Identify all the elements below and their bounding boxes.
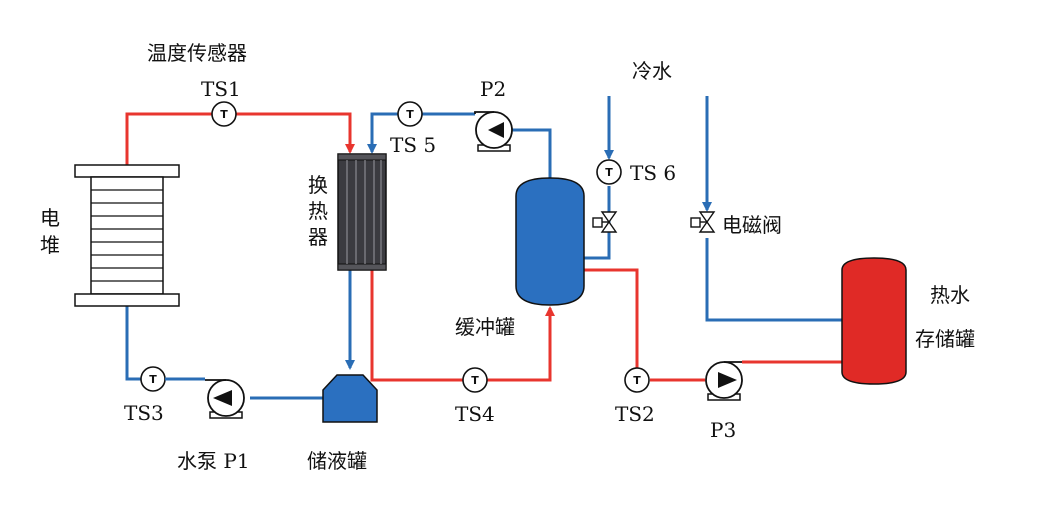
label-ts2: TS2: [615, 402, 655, 426]
pipe-exchanger-to-buffer: [370, 270, 555, 382]
hot-water-storage-tank: [841, 257, 907, 385]
pump-p1: [205, 379, 245, 419]
buffer-tank: [515, 177, 585, 306]
valve-buffer-inlet: [592, 211, 618, 233]
reservoir-tank: [322, 374, 378, 423]
label-buffer-tank: 缓冲罐: [455, 315, 515, 339]
pipe-stack-to-exchanger: [125, 112, 355, 166]
solenoid-valve: [690, 211, 716, 233]
label-stack-1: 电: [40, 206, 60, 230]
label-hx-3: 器: [308, 225, 328, 249]
sensor-ts5: T: [397, 101, 423, 127]
label-ts6: TS 6: [630, 161, 676, 185]
label-pump-p1: 水泵 P1: [177, 449, 250, 473]
sensor-ts2: T: [624, 367, 650, 393]
label-p2: P2: [480, 77, 506, 101]
sensor-ts3: T: [140, 366, 166, 392]
label-stack-2: 堆: [40, 233, 60, 257]
pump-p2: [474, 111, 513, 152]
label-p3: P3: [710, 418, 736, 442]
label-reservoir: 储液罐: [307, 449, 367, 473]
svg-text:T: T: [633, 374, 641, 387]
sensor-ts1: T: [211, 101, 237, 127]
label-ts3: TS3: [124, 401, 164, 425]
pump-p3: [705, 361, 743, 401]
label-ts4: TS4: [455, 402, 495, 426]
sensor-ts6: T: [596, 159, 622, 185]
fuel-cell-stack: [74, 164, 180, 307]
pipe-stack-bottom-to-ts3: [125, 306, 205, 381]
svg-text:T: T: [406, 108, 414, 121]
pipe-valve-to-storage: [705, 238, 843, 322]
label-solenoid-valve: 电磁阀: [722, 213, 782, 237]
label-hx-2: 热: [308, 199, 328, 223]
label-hot-storage-1: 热水: [930, 283, 970, 307]
svg-text:T: T: [149, 373, 157, 386]
heat-exchanger: [337, 153, 387, 271]
pipe-buffer-to-exchanger: [512, 128, 552, 178]
pipe-cold-water-to-buffer: [582, 186, 611, 260]
svg-text:T: T: [220, 108, 228, 121]
pipe-buffer-to-ts2: [582, 268, 639, 368]
label-cold-water: 冷水: [632, 59, 672, 83]
label-ts5: TS 5: [390, 133, 436, 157]
label-hot-storage-2: 存储罐: [915, 327, 975, 351]
svg-text:T: T: [471, 374, 479, 387]
pipe-p2-to-exchanger: [367, 112, 475, 154]
svg-text:T: T: [605, 166, 613, 179]
label-ts1: TS1: [201, 77, 241, 101]
label-hx-1: 换: [308, 173, 328, 197]
label-temp-sensor: 温度传感器: [147, 41, 247, 65]
sensor-ts4: T: [462, 367, 488, 393]
